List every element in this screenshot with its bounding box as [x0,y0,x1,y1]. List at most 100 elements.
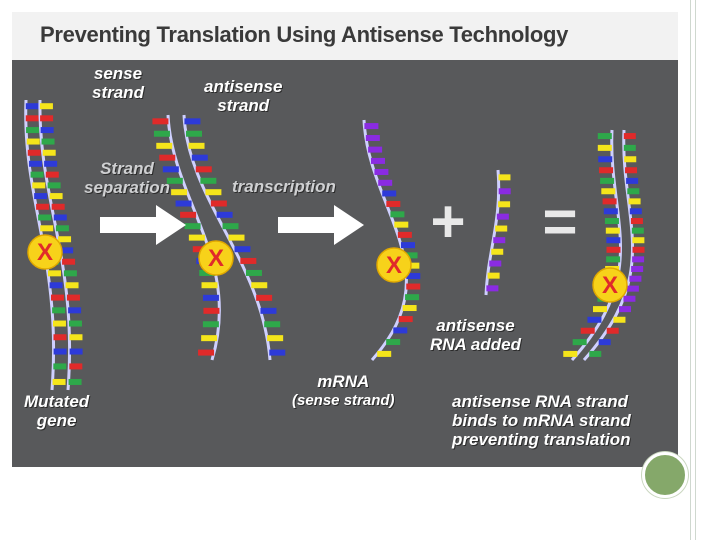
bound-antisense-strand-base [606,327,619,334]
gene-strand-left-base [27,149,41,156]
separating-antisense-strand-base [256,294,273,301]
separating-sense-strand-base [202,321,219,328]
separating-antisense-strand-base [216,211,233,218]
gene-strand-left-base [52,378,66,385]
gene-strand-right-base [68,378,82,385]
mrna-strand-base [406,273,421,280]
bound-antisense-strand-base [632,256,645,263]
gene-strand-right-base [41,138,55,145]
bound-mrna-strand-base [592,306,607,313]
mrna-strand-base [365,135,380,142]
mrna-strand-backbone [362,119,408,361]
label-antisense-strand: antisense strand [204,77,283,115]
mrna-strand-base [403,252,418,259]
mrna-strand-base [364,123,379,130]
equals-sign: = [542,188,577,255]
bound-antisense-strand-backbone [582,129,634,361]
mutation-marker-circle [592,267,628,303]
separating-antisense-strand-base [188,142,205,149]
frame-line-left [690,0,691,540]
bound-antisense-strand-base [626,285,639,292]
bound-mrna-strand-base [601,188,616,195]
separating-sense-strand-base [156,142,173,149]
mutation-marker-circle [198,240,234,276]
gene-strand-left-base [53,348,67,355]
separating-antisense-strand-base [184,118,201,125]
separating-antisense-strand-base [245,269,262,276]
separating-sense-strand-base [159,154,176,161]
bound-antisense-strand-base [627,188,640,195]
process-arrow-icon-1 [100,205,186,245]
separating-antisense-strand-base [269,349,286,356]
gene-strand-right-base [55,225,69,232]
separating-sense-strand-base [175,200,192,207]
antisense-rna-fragment-base [498,201,511,208]
mrna-strand-base [386,200,401,207]
antisense-rna-fragment-base [495,225,508,232]
separating-sense-strand-base [202,294,219,301]
bound-mrna-strand-base [580,327,595,334]
separating-antisense-strand-base [205,189,222,196]
mrna-strand-base [390,211,405,218]
gene-strand-left-base [38,214,52,221]
separating-antisense-strand-base [260,307,277,314]
gene-strand-left-base [30,171,44,178]
gene-strand-right-base [68,307,82,314]
gene-strand-right-base [63,270,77,277]
bound-antisense-strand-base [632,246,645,253]
separating-sense-strand-base [201,335,218,342]
separating-sense-strand-base [171,189,188,196]
separating-sense-strand-base [180,211,197,218]
gene-strand-right-base [40,127,54,134]
mrna-strand-base [371,157,386,164]
gene-strand-right-base [40,115,54,122]
separating-antisense-strand-base [267,335,284,342]
label-strand-separation: Strand separation [84,159,170,197]
separating-sense-strand-base [184,223,201,230]
antisense-rna-fragment-base [489,260,502,267]
gene-strand-left-base [34,193,48,200]
antisense-rna-fragment [484,169,511,296]
gene-strand-right-base [68,320,82,327]
separating-antisense-strand-base [186,130,203,137]
mrna-strand-base [401,242,416,249]
separating-sense-strand-base [188,234,205,241]
antisense-rna-fragment-backbone [484,169,501,296]
bound-antisense-strand-base [631,227,644,234]
bound-mrna-strand-base [606,246,621,253]
gene-strand-right [38,99,83,391]
gene-strand-left-base [36,203,50,210]
mutation-marker-circle [27,234,63,270]
mrna-strand-base [405,262,420,269]
gene-strand-left-base [52,307,66,314]
gene-strand-left-base [25,103,39,110]
gene-strand-right-base [69,334,83,341]
separating-sense-strand-base [153,130,170,137]
bound-antisense-strand-base [589,350,602,357]
process-arrow-icon-2 [278,205,364,245]
separating-sense-strand-base [162,166,179,173]
gene-strand-left-base [47,270,61,277]
figure-title: Preventing Translation Using Antisense T… [40,22,569,47]
bound-mrna-strand-base [598,156,613,163]
mrna-strand-base [393,327,408,334]
antisense-rna-fragment-base [498,188,511,195]
bound-mrna-strand-base [563,350,578,357]
mrna-strand-base [402,305,417,312]
separating-antisense-strand-base [234,246,251,253]
gene-strand-right-base [53,214,67,221]
antisense-rna-fragment-base [486,285,499,292]
title-bar [12,12,678,60]
gene-strand-right-base [45,171,59,178]
bound-mrna-strand-base [600,177,615,184]
label-sense-strand: sense strand [92,64,144,102]
separating-sense-strand-base [152,118,169,125]
gene-strand-left-base [52,320,66,327]
bound-antisense-strand [582,129,645,361]
bound-mrna-strand-base [599,167,614,174]
bound-mrna-strand-base [606,256,621,263]
label-antisense-rna-added: antisense RNA added [430,316,521,354]
plus-sign: + [430,188,465,255]
bound-mrna-strand-base [597,133,612,140]
bound-mrna-strand-base [587,316,602,323]
